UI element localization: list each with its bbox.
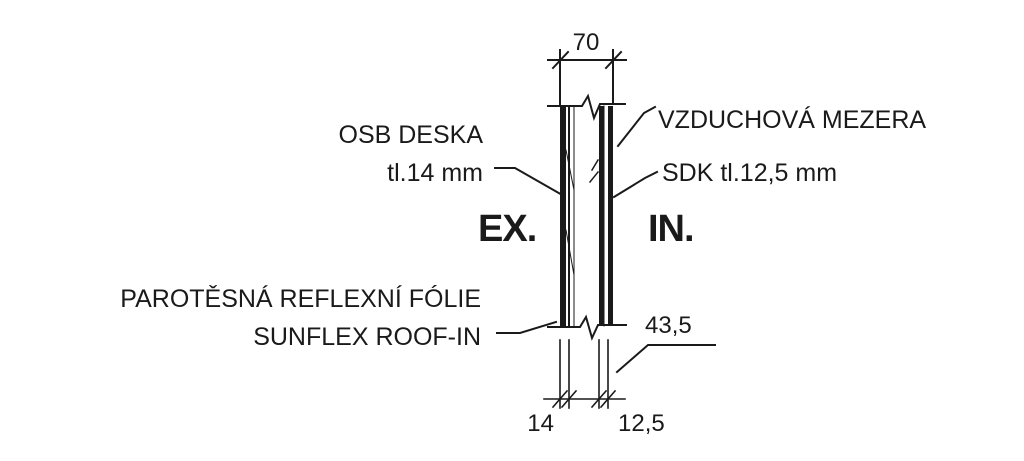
dimension-total-label: 70 bbox=[573, 29, 600, 56]
dimension-osb-label: 14 bbox=[527, 410, 554, 437]
sdk-board bbox=[599, 105, 613, 327]
osb-board bbox=[560, 105, 575, 327]
air-gap-label: VZDUCHOVÁ MEZERA bbox=[658, 105, 926, 134]
foil-label-line1: PAROTĚSNÁ REFLEXNÍ FÓLIE bbox=[120, 284, 481, 313]
top-break-line bbox=[547, 93, 626, 122]
dimension-layers bbox=[543, 339, 626, 409]
interior-label: IN. bbox=[648, 208, 694, 250]
dimension-gap-label: 43,5 bbox=[645, 312, 692, 339]
bottom-break-line bbox=[547, 314, 627, 341]
dimension-sdk-label: 12,5 bbox=[618, 410, 665, 437]
sdk-label: SDK tl.12,5 mm bbox=[662, 159, 837, 187]
dimension-total bbox=[547, 49, 627, 105]
leader-lines bbox=[494, 105, 716, 374]
osb-label-line1: OSB DESKA bbox=[339, 121, 484, 149]
foil-label-line2: SUNFLEX ROOF-IN bbox=[253, 323, 481, 351]
osb-label-line2: tl.14 mm bbox=[387, 159, 483, 187]
exterior-label: EX. bbox=[478, 208, 536, 250]
air-gap-hatch bbox=[588, 158, 600, 184]
